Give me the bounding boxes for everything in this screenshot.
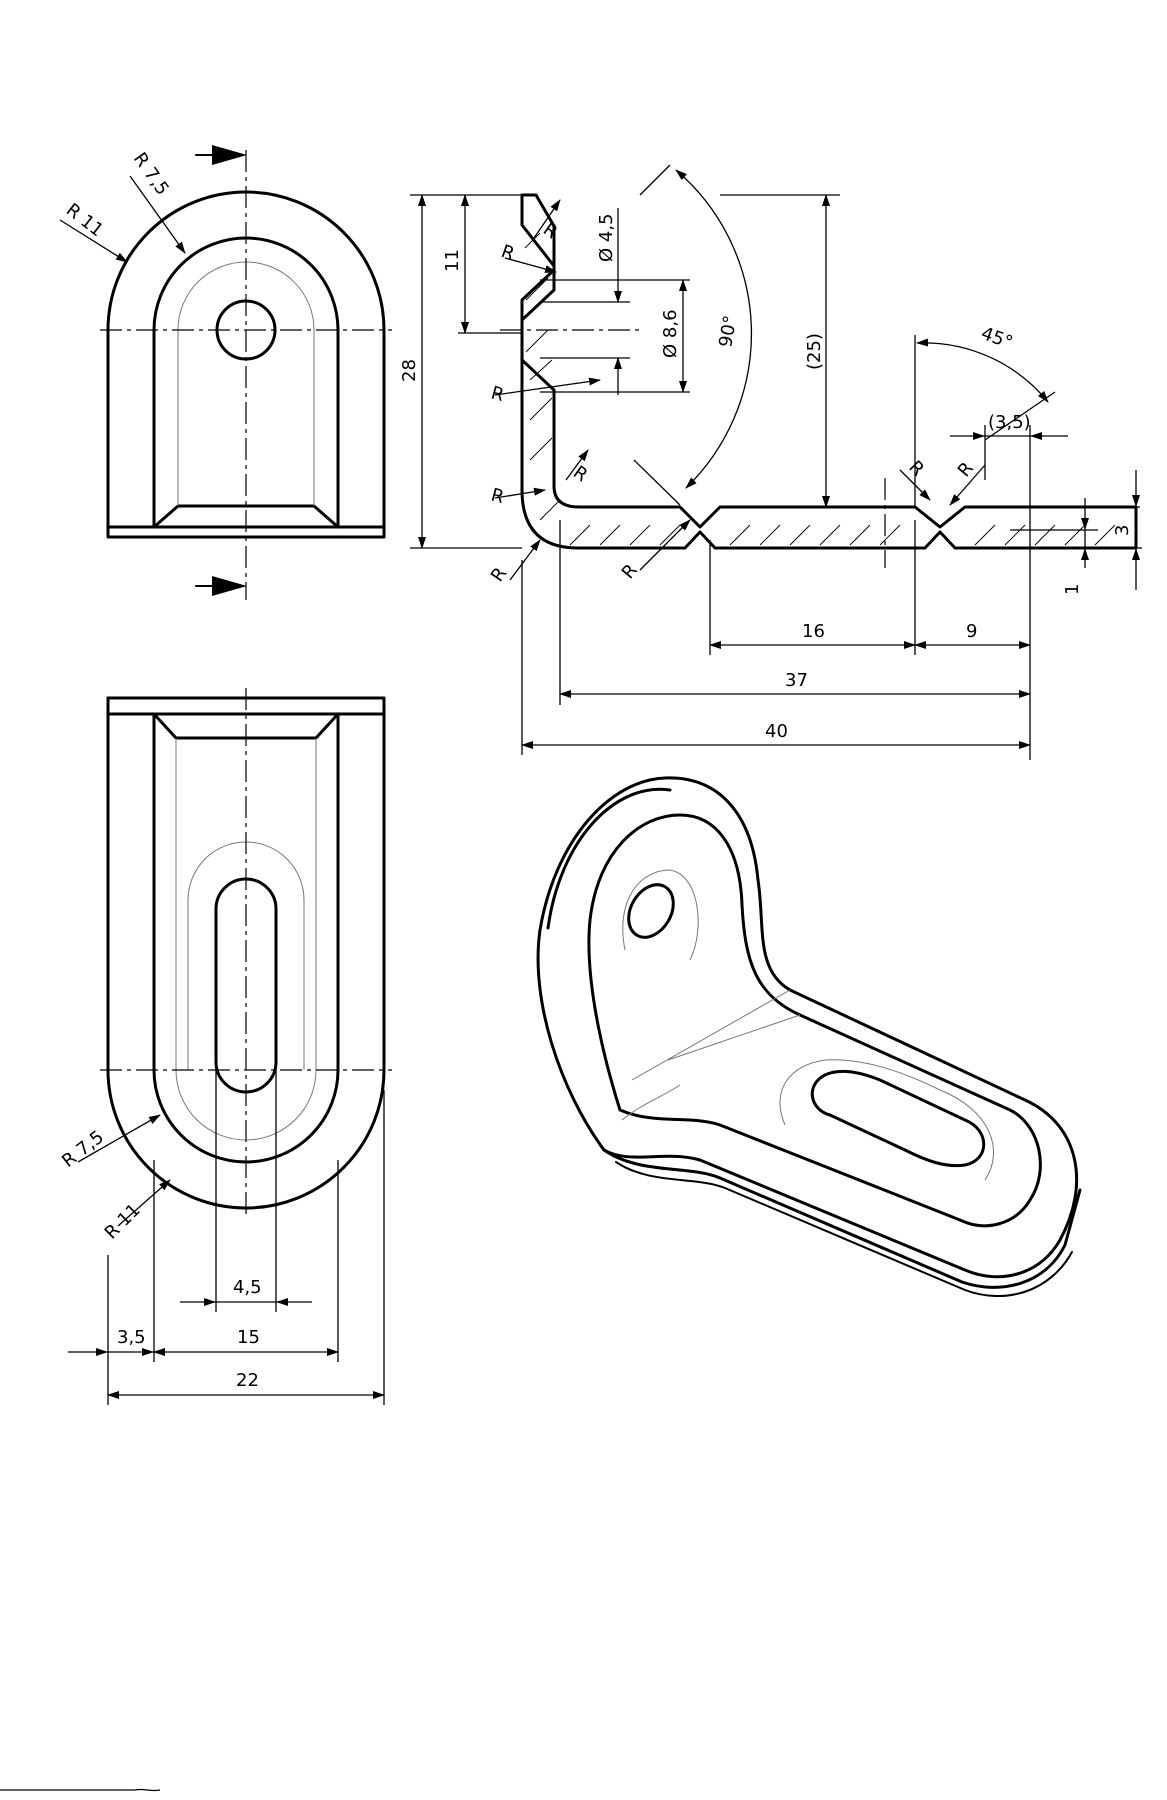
dim-45-arc <box>916 338 1049 403</box>
dim-28-label: 28 <box>399 359 420 382</box>
iso-outer-edge-back <box>546 787 672 930</box>
dim-22-label: 22 <box>236 1370 259 1391</box>
r-leader-1 <box>533 199 561 239</box>
r-label-5: R <box>489 485 507 509</box>
iso-hole-counterbore <box>622 869 699 961</box>
r-leader-7 <box>639 519 691 571</box>
dim-3-5-ref-label: (3,5) <box>988 412 1031 433</box>
front-r7-5-leader <box>129 175 186 254</box>
r-label-6: R <box>487 564 511 586</box>
bottom-r11-leader <box>117 1179 171 1227</box>
bottom-r7-5-leader <box>77 1114 161 1163</box>
dim-90-label: 90° <box>715 314 741 349</box>
iso-hole <box>627 883 675 939</box>
dim-25-label: (25) <box>804 333 825 370</box>
dim-40-label: 40 <box>765 721 788 742</box>
r-leader-6 <box>509 539 541 581</box>
dim-counterbore-label: Ø 8,6 <box>660 309 681 358</box>
front-bottom-chamfer <box>152 504 340 529</box>
iso-bend-edge <box>602 1148 1082 1289</box>
dim-90-arc <box>675 169 753 489</box>
dim-hole-label: Ø 4,5 <box>596 213 617 262</box>
r-leader-9 <box>949 464 986 506</box>
corner-mark <box>0 1788 161 1792</box>
iso-bend-tangent-lines <box>621 989 801 1121</box>
dim-slot-label: 4,5 <box>233 1277 262 1298</box>
dim-16-label: 16 <box>802 621 825 642</box>
iso-inner-outline <box>587 813 1042 1228</box>
dim-37-label: 37 <box>785 670 808 691</box>
isometric-view <box>536 776 1082 1298</box>
section-arrow-bottom <box>195 576 247 596</box>
ext-line-90-b <box>633 459 681 506</box>
dim-1-label: 1 <box>1062 584 1083 595</box>
r-leader-5 <box>494 487 546 499</box>
iso-outer-outline <box>536 776 1079 1279</box>
iso-bottom-edge-lower <box>615 1161 1073 1298</box>
r-label-2: R <box>498 241 517 265</box>
bottom-r11-label: R 11 <box>101 1200 145 1244</box>
bottom-slot <box>214 877 278 1094</box>
ext-line-90-a <box>639 164 671 196</box>
dim-3-label: 3 <box>1112 525 1133 536</box>
r-leader-8 <box>899 469 931 501</box>
dim-45-label: 45° <box>978 323 1015 354</box>
front-r11-leader <box>59 219 128 263</box>
dim-3-5-arrows <box>96 1348 154 1356</box>
r-leader-4 <box>565 449 589 481</box>
section-view: 28 11 Ø 4,5 Ø 8,6 90° (25) 45° <box>399 164 1142 760</box>
r-leader-2 <box>504 257 557 273</box>
r-label-1: R <box>539 219 561 243</box>
front-r7-5-label: R 7,5 <box>129 149 173 199</box>
r-label-3: R <box>489 383 507 407</box>
dim-3-5-label: 3,5 <box>117 1327 146 1348</box>
dim-15-label: 15 <box>237 1327 260 1348</box>
front-view: R 11 R 7,5 <box>59 145 392 600</box>
dim-11-label: 11 <box>442 249 463 272</box>
section-hatch-shading <box>524 232 1116 546</box>
r-label-8: R <box>904 457 928 481</box>
dim-9-label: 9 <box>966 621 977 642</box>
dim-1-arrows <box>1081 518 1089 560</box>
r-leader-3 <box>494 377 601 396</box>
iso-slot <box>810 1069 986 1168</box>
r-label-7: R <box>618 560 642 583</box>
iso-slot-counterbore <box>779 1059 994 1181</box>
bottom-view: R 7,5 R 11 4,5 3,5 15 22 <box>58 688 392 1405</box>
front-outer-outline <box>106 190 386 539</box>
section-arrow-top <box>195 145 247 165</box>
r-label-4: R <box>569 462 591 486</box>
